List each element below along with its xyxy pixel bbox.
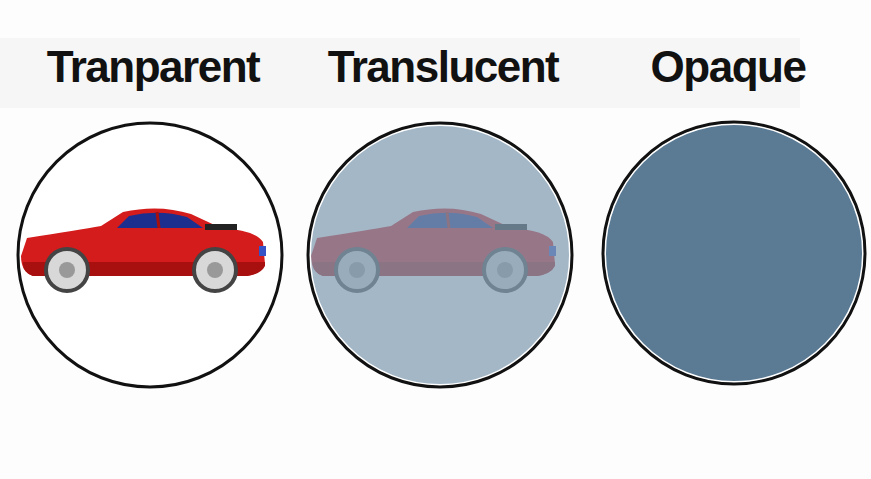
translucent-circle bbox=[303, 118, 577, 392]
material-node: Translucent bbox=[298, 42, 588, 394]
transparent-circle bbox=[13, 118, 287, 392]
material-heading: Translucent bbox=[298, 42, 588, 92]
material-node: Tranparent bbox=[8, 42, 298, 394]
material-node: Opaque bbox=[590, 42, 866, 394]
opaque-circle bbox=[597, 118, 871, 392]
material-heading: Tranparent bbox=[8, 42, 298, 92]
material-heading: Opaque bbox=[590, 42, 866, 92]
